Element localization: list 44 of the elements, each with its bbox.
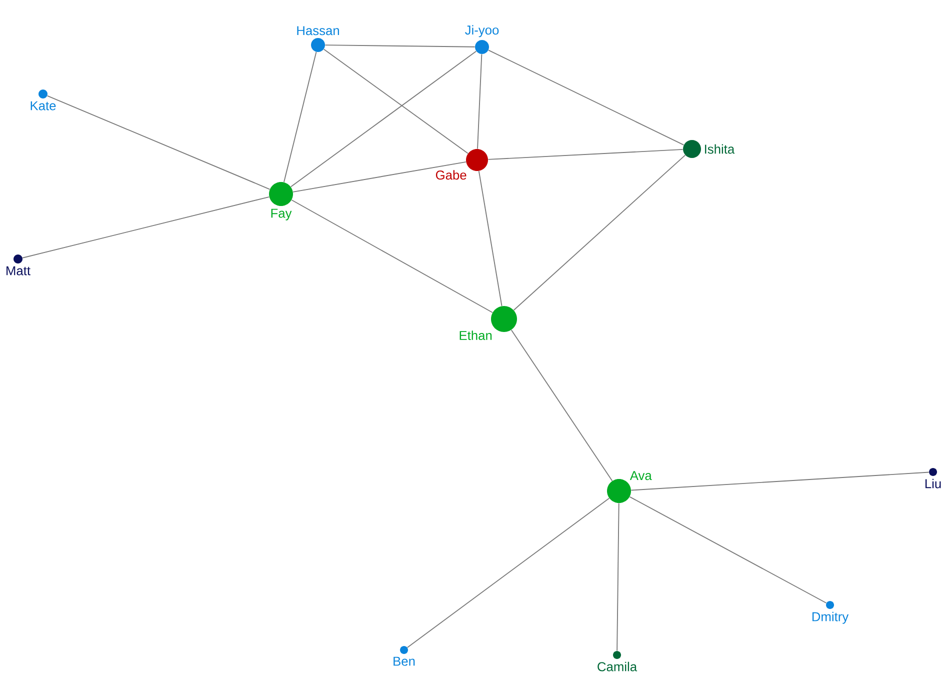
node-label: Ishita <box>705 144 735 154</box>
network-node: Ishita <box>683 140 735 158</box>
connector-line <box>510 330 613 482</box>
node-label: Ava <box>630 471 652 480</box>
connector-line <box>616 502 620 652</box>
network-node: Camila <box>598 651 638 672</box>
network-node: Hassan <box>297 26 339 52</box>
node-label: Dmitry <box>812 612 849 624</box>
network-node: Dmitry <box>812 601 849 624</box>
node-label: Hassan <box>297 26 339 36</box>
connector-line <box>291 200 493 313</box>
node-label: Matt <box>6 266 30 276</box>
connector-line <box>630 472 930 491</box>
network-node: Kate <box>30 90 56 110</box>
network-node: Ben <box>394 646 415 666</box>
network-node: Liu <box>925 468 941 488</box>
network-node: Matt <box>6 254 30 276</box>
node-label: Liu <box>925 478 941 488</box>
connector-line <box>406 498 610 648</box>
connector-line <box>513 154 686 311</box>
network-node: Fay <box>269 182 293 220</box>
connector-line <box>283 52 317 183</box>
connector-line <box>292 161 466 192</box>
connector-line <box>290 50 477 188</box>
node-label: Ji-yoo <box>465 25 499 38</box>
connector-line <box>324 44 476 48</box>
connector-line <box>477 54 482 150</box>
node-label: Kate <box>30 101 56 110</box>
network-node: Ji-yoo <box>465 25 499 54</box>
network-node: Ethan <box>460 306 517 340</box>
connector-line <box>629 496 827 604</box>
connector-line <box>488 149 684 160</box>
connector-line <box>488 50 684 146</box>
node-label: Gabe <box>436 170 466 180</box>
network-node: Ava <box>607 471 652 503</box>
network-node: Gabe <box>436 149 488 180</box>
connector-line <box>323 48 468 154</box>
node-label: Ben <box>394 656 415 666</box>
node-label: Fay <box>271 208 292 220</box>
connector-line <box>46 95 270 190</box>
connector-line <box>478 170 502 306</box>
node-label: Ethan <box>460 330 492 340</box>
connector-line <box>22 196 270 258</box>
node-label: Camila <box>598 662 638 672</box>
